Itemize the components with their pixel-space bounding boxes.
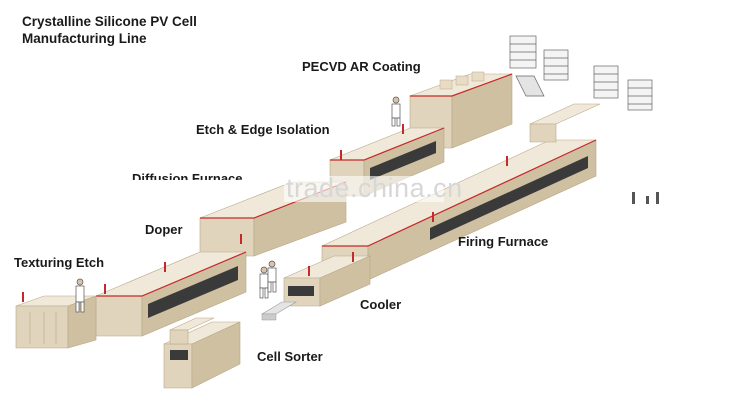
storage-rack: [543, 49, 569, 81]
doper-machine: [95, 251, 247, 337]
worker-figure: [391, 96, 401, 127]
label-texturing-etch: Texturing Etch: [14, 255, 105, 270]
firing-furnace-machine: [321, 103, 601, 281]
storage-rack: [509, 35, 537, 69]
title-line-1: Crystalline Silicone PV Cell: [22, 14, 197, 29]
beacon-lights-lower: [308, 156, 508, 276]
workers: [75, 96, 401, 313]
cell-sorter-machine: [163, 317, 241, 389]
label-etch-edge-isolation: Etch & Edge Isolation: [196, 122, 330, 137]
beacon-lights: [22, 124, 404, 302]
label-cooler: Cooler: [360, 297, 402, 312]
diagram-title: Crystalline Silicone PV Cell Manufacturi…: [22, 13, 197, 47]
label-diffusion-furnace: Diffusion Furnace: [132, 171, 243, 186]
watermark-dots: [632, 192, 659, 204]
cooler-machine: [283, 255, 371, 307]
watermark-band: [284, 176, 444, 202]
worker-figure: [259, 266, 269, 299]
title-line-2: Manufacturing Line: [22, 31, 147, 46]
worker-figure: [75, 278, 85, 313]
storage-rack: [593, 65, 619, 99]
watermark-text: trade.china.cn: [286, 173, 463, 203]
label-firing-furnace: Firing Furnace: [458, 234, 549, 249]
label-cell-sorter: Cell Sorter: [257, 349, 323, 364]
label-pecvd-ar-coating: PECVD AR Coating: [302, 59, 421, 74]
lower-production-line: [260, 103, 601, 321]
storage-racks: [509, 35, 653, 111]
worker-figure: [267, 260, 277, 293]
label-doper: Doper: [145, 222, 183, 237]
conveyor: [260, 301, 298, 321]
storage-rack: [627, 79, 653, 111]
